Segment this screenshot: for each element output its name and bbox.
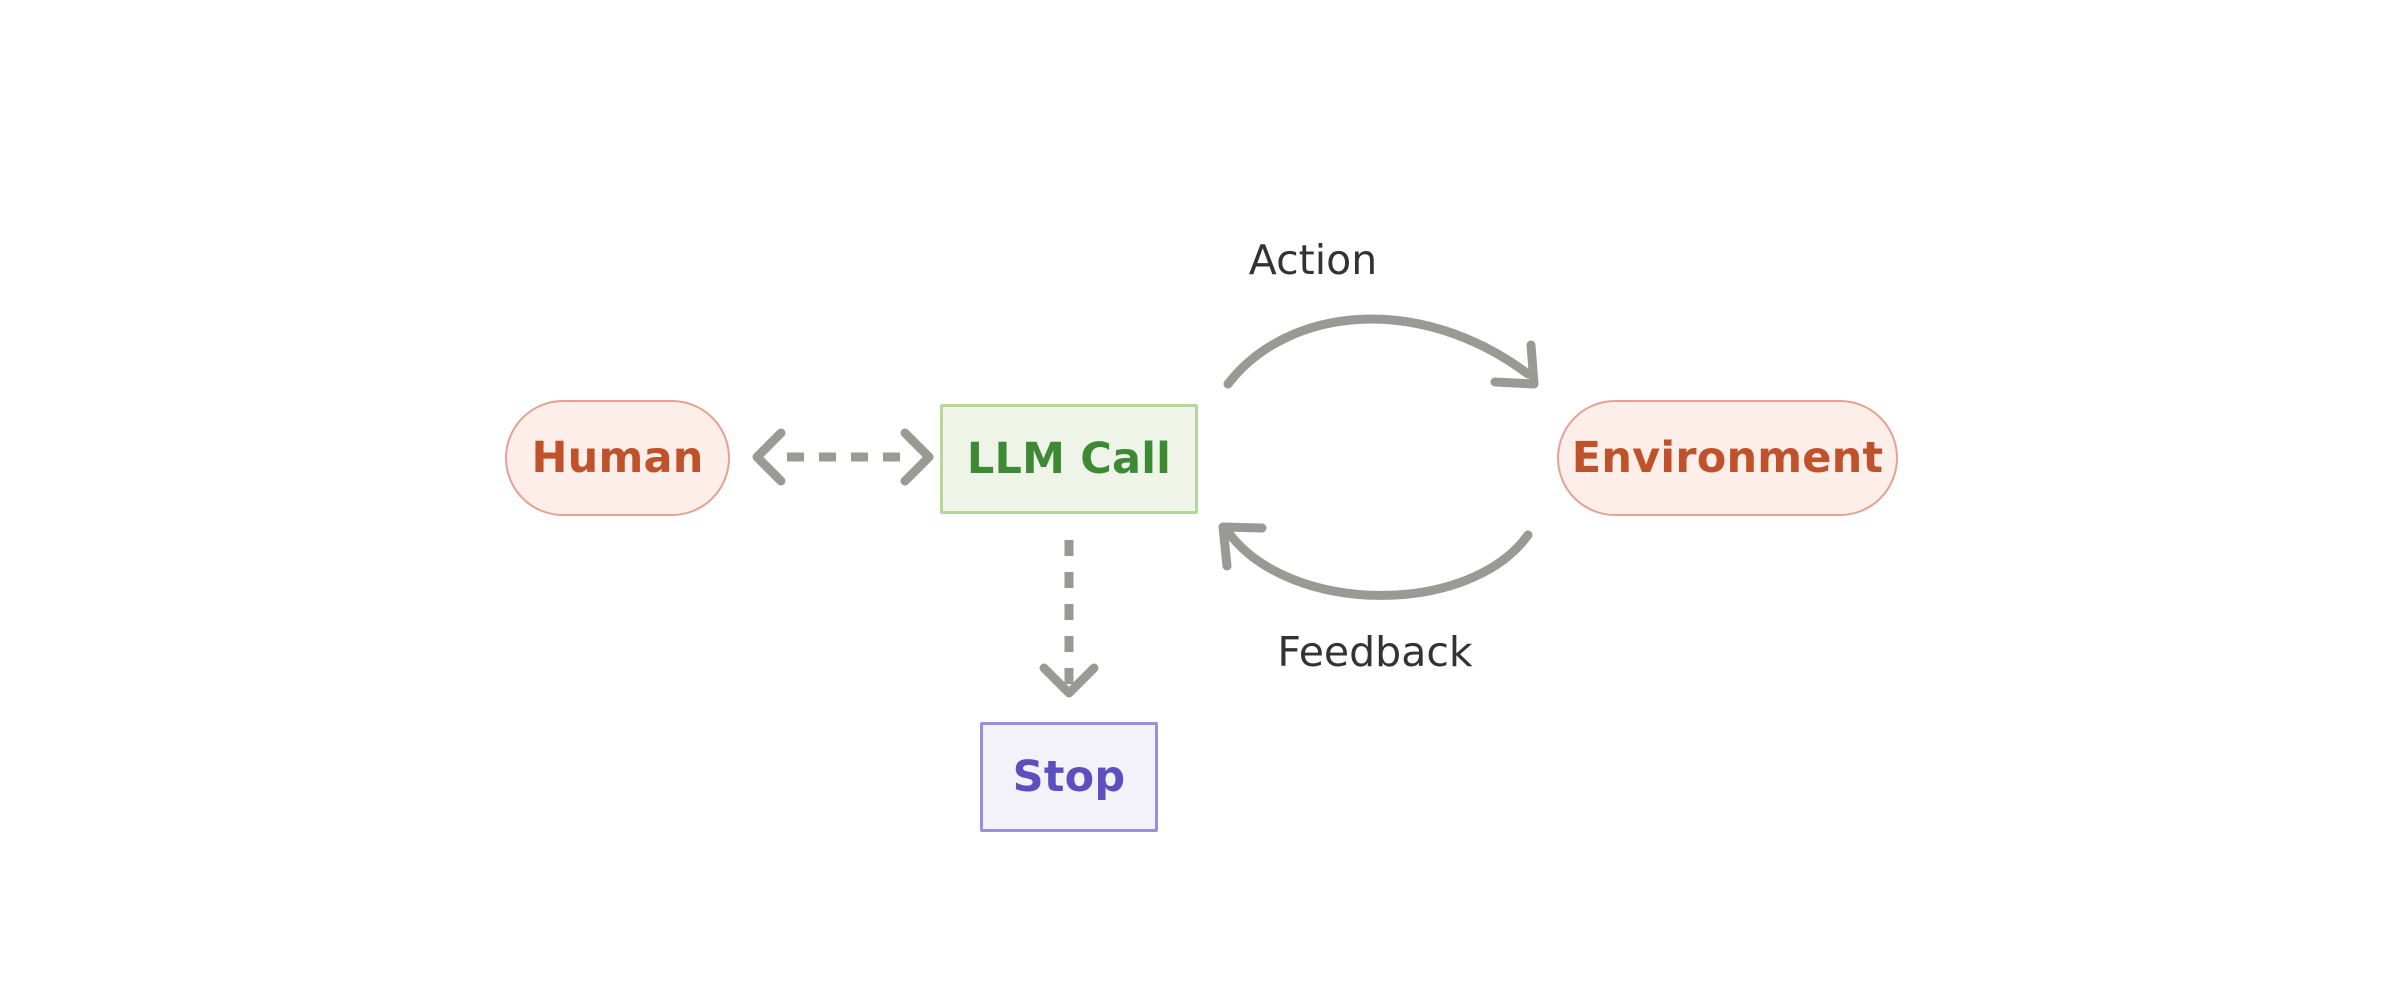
- edge-llm-stop: [1039, 540, 1099, 698]
- edge-environment-llm: [1218, 522, 1533, 600]
- arrowhead-feedback-chevron-icon: [1218, 522, 1267, 571]
- node-environment-label: Environment: [1571, 432, 1884, 483]
- node-human-label: Human: [531, 432, 704, 483]
- arrowhead-left-chevron-icon: [752, 428, 786, 486]
- arrowhead-down-chevron-icon: [1039, 663, 1099, 698]
- edge-feedback-arc: [1223, 527, 1533, 600]
- node-stop-label: Stop: [1012, 751, 1126, 802]
- node-environment[interactable]: Environment: [1557, 400, 1898, 516]
- arrowhead-right-chevron-icon: [900, 428, 934, 486]
- node-human[interactable]: Human: [505, 400, 730, 516]
- node-llm-call-label: LLM Call: [966, 433, 1172, 484]
- arrowhead-action-chevron-icon: [1490, 340, 1539, 389]
- node-stop[interactable]: Stop: [980, 722, 1158, 832]
- edge-label-feedback: Feedback: [1277, 628, 1473, 676]
- node-llm-call[interactable]: LLM Call: [940, 404, 1198, 514]
- edge-action-arc: [1223, 314, 1533, 389]
- edge-llm-environment: [1223, 314, 1539, 389]
- edge-label-action: Action: [1248, 236, 1378, 284]
- edge-human-llm: [752, 428, 934, 486]
